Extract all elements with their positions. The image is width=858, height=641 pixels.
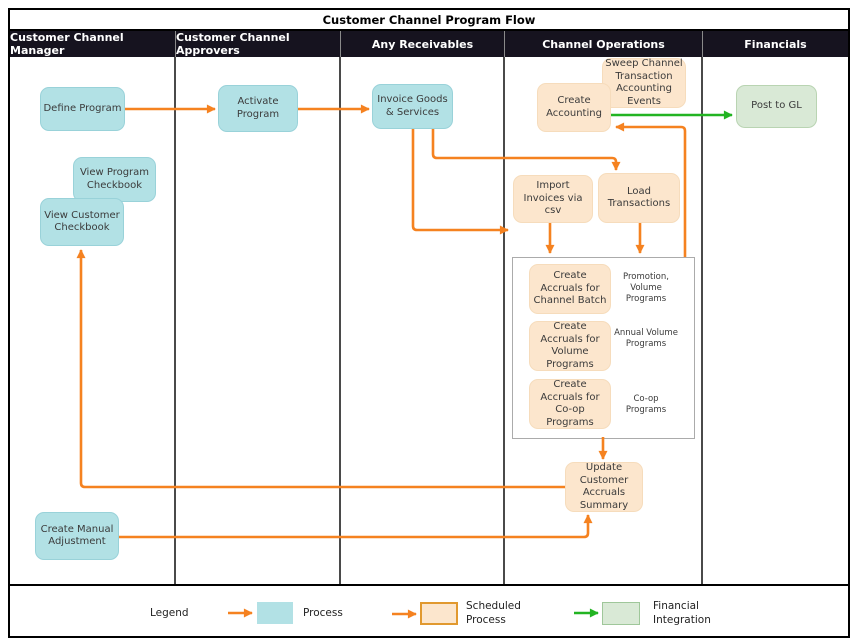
node-activate-program: Activate Program	[218, 85, 298, 132]
page-title: Customer Channel Program Flow	[322, 12, 536, 27]
lane-header-customer-channel-manager: Customer Channel Manager	[10, 31, 124, 57]
legend-process-label: Process	[303, 607, 343, 619]
node-import-invoices-csv: Import Invoices via csv	[513, 175, 593, 223]
node-view-customer-checkbook: View Customer Checkbook	[40, 198, 124, 246]
node-create-accruals-channel-batch: Create Accruals for Channel Batch	[529, 264, 611, 314]
swimlane-header-row: Customer Channel Manager Customer Channe…	[10, 31, 848, 57]
node-load-transactions: Load Transactions	[598, 173, 680, 223]
node-update-customer-accruals-summary: Update Customer Accruals Summary	[565, 462, 643, 512]
annotation-annual-volume-programs: Annual Volume Programs	[614, 328, 678, 350]
legend-process-swatch	[257, 602, 293, 624]
node-view-program-checkbook: View Program Checkbook	[73, 157, 156, 202]
legend-integration-label: Financial Integration	[653, 600, 711, 626]
lane-divider	[503, 57, 505, 584]
node-create-accounting: Create Accounting	[537, 83, 611, 132]
legend-divider	[10, 584, 848, 586]
annotation-promotion-volume-programs: Promotion, Volume Programs	[623, 272, 669, 305]
lane-header-any-receivables: Any Receivables	[340, 31, 504, 57]
node-invoice-goods-services: Invoice Goods & Services	[372, 84, 453, 129]
lane-header-channel-operations: Channel Operations	[504, 31, 702, 57]
lane-header-customer-channel-approvers: Customer Channel Approvers	[175, 31, 340, 57]
lane-divider	[701, 57, 703, 584]
accruals-batch-group: Create Accruals for Channel Batch Create…	[512, 257, 695, 439]
lane-header-financials: Financials	[702, 31, 848, 57]
legend-scheduled-label: Scheduled Process	[466, 600, 521, 626]
lane-divider	[174, 57, 176, 584]
node-create-manual-adjustment: Create Manual Adjustment	[35, 512, 119, 560]
legend-scheduled-swatch	[420, 602, 458, 625]
legend-integration-swatch	[602, 602, 640, 625]
node-create-accruals-coop-programs: Create Accruals for Co-op Programs	[529, 379, 611, 429]
node-sweep-channel-transaction-accounting-events: Sweep Channel Transaction Accounting Eve…	[602, 58, 686, 108]
title-divider	[10, 29, 848, 31]
lane-divider	[339, 57, 341, 584]
annotation-coop-programs: Co-op Programs	[625, 394, 667, 416]
node-define-program: Define Program	[40, 87, 125, 131]
node-post-to-gl: Post to GL	[736, 85, 817, 128]
legend-title: Legend	[150, 607, 189, 619]
node-create-accruals-volume-programs: Create Accruals for Volume Programs	[529, 321, 611, 371]
